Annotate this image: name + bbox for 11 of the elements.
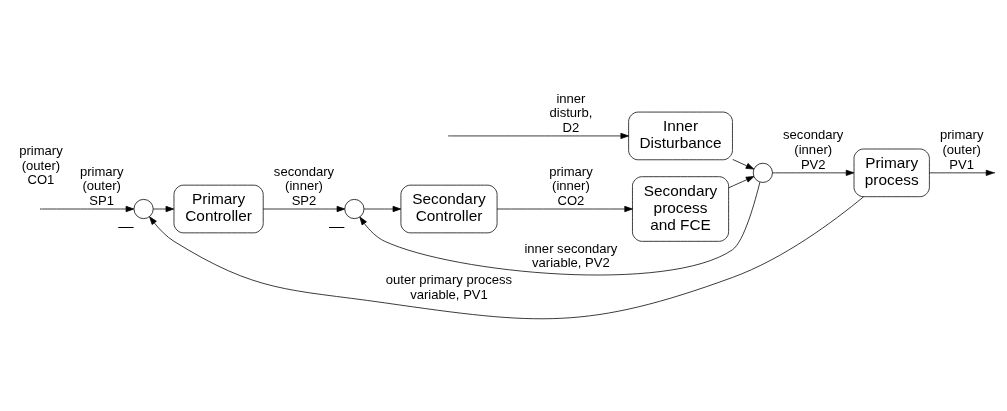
edge-label: primary (outer) PV1 bbox=[939, 127, 984, 172]
node-label: — bbox=[328, 216, 345, 234]
edge-label: outer primary process variable, PV1 bbox=[385, 272, 513, 302]
edge-label: inner secondary variable, PV2 bbox=[524, 240, 618, 271]
label: primary (outer) CO1 bbox=[19, 143, 63, 188]
edge-label: primary (inner) CO2 bbox=[549, 163, 593, 208]
edge-label: secondary (inner) SP2 bbox=[273, 163, 335, 208]
edge-label: secondary (inner) PV2 bbox=[783, 127, 844, 172]
node-label: — bbox=[118, 216, 134, 234]
edge-label: inner disturb, D2 bbox=[549, 90, 593, 135]
edge-label: primary (outer) SP1 bbox=[79, 163, 124, 208]
